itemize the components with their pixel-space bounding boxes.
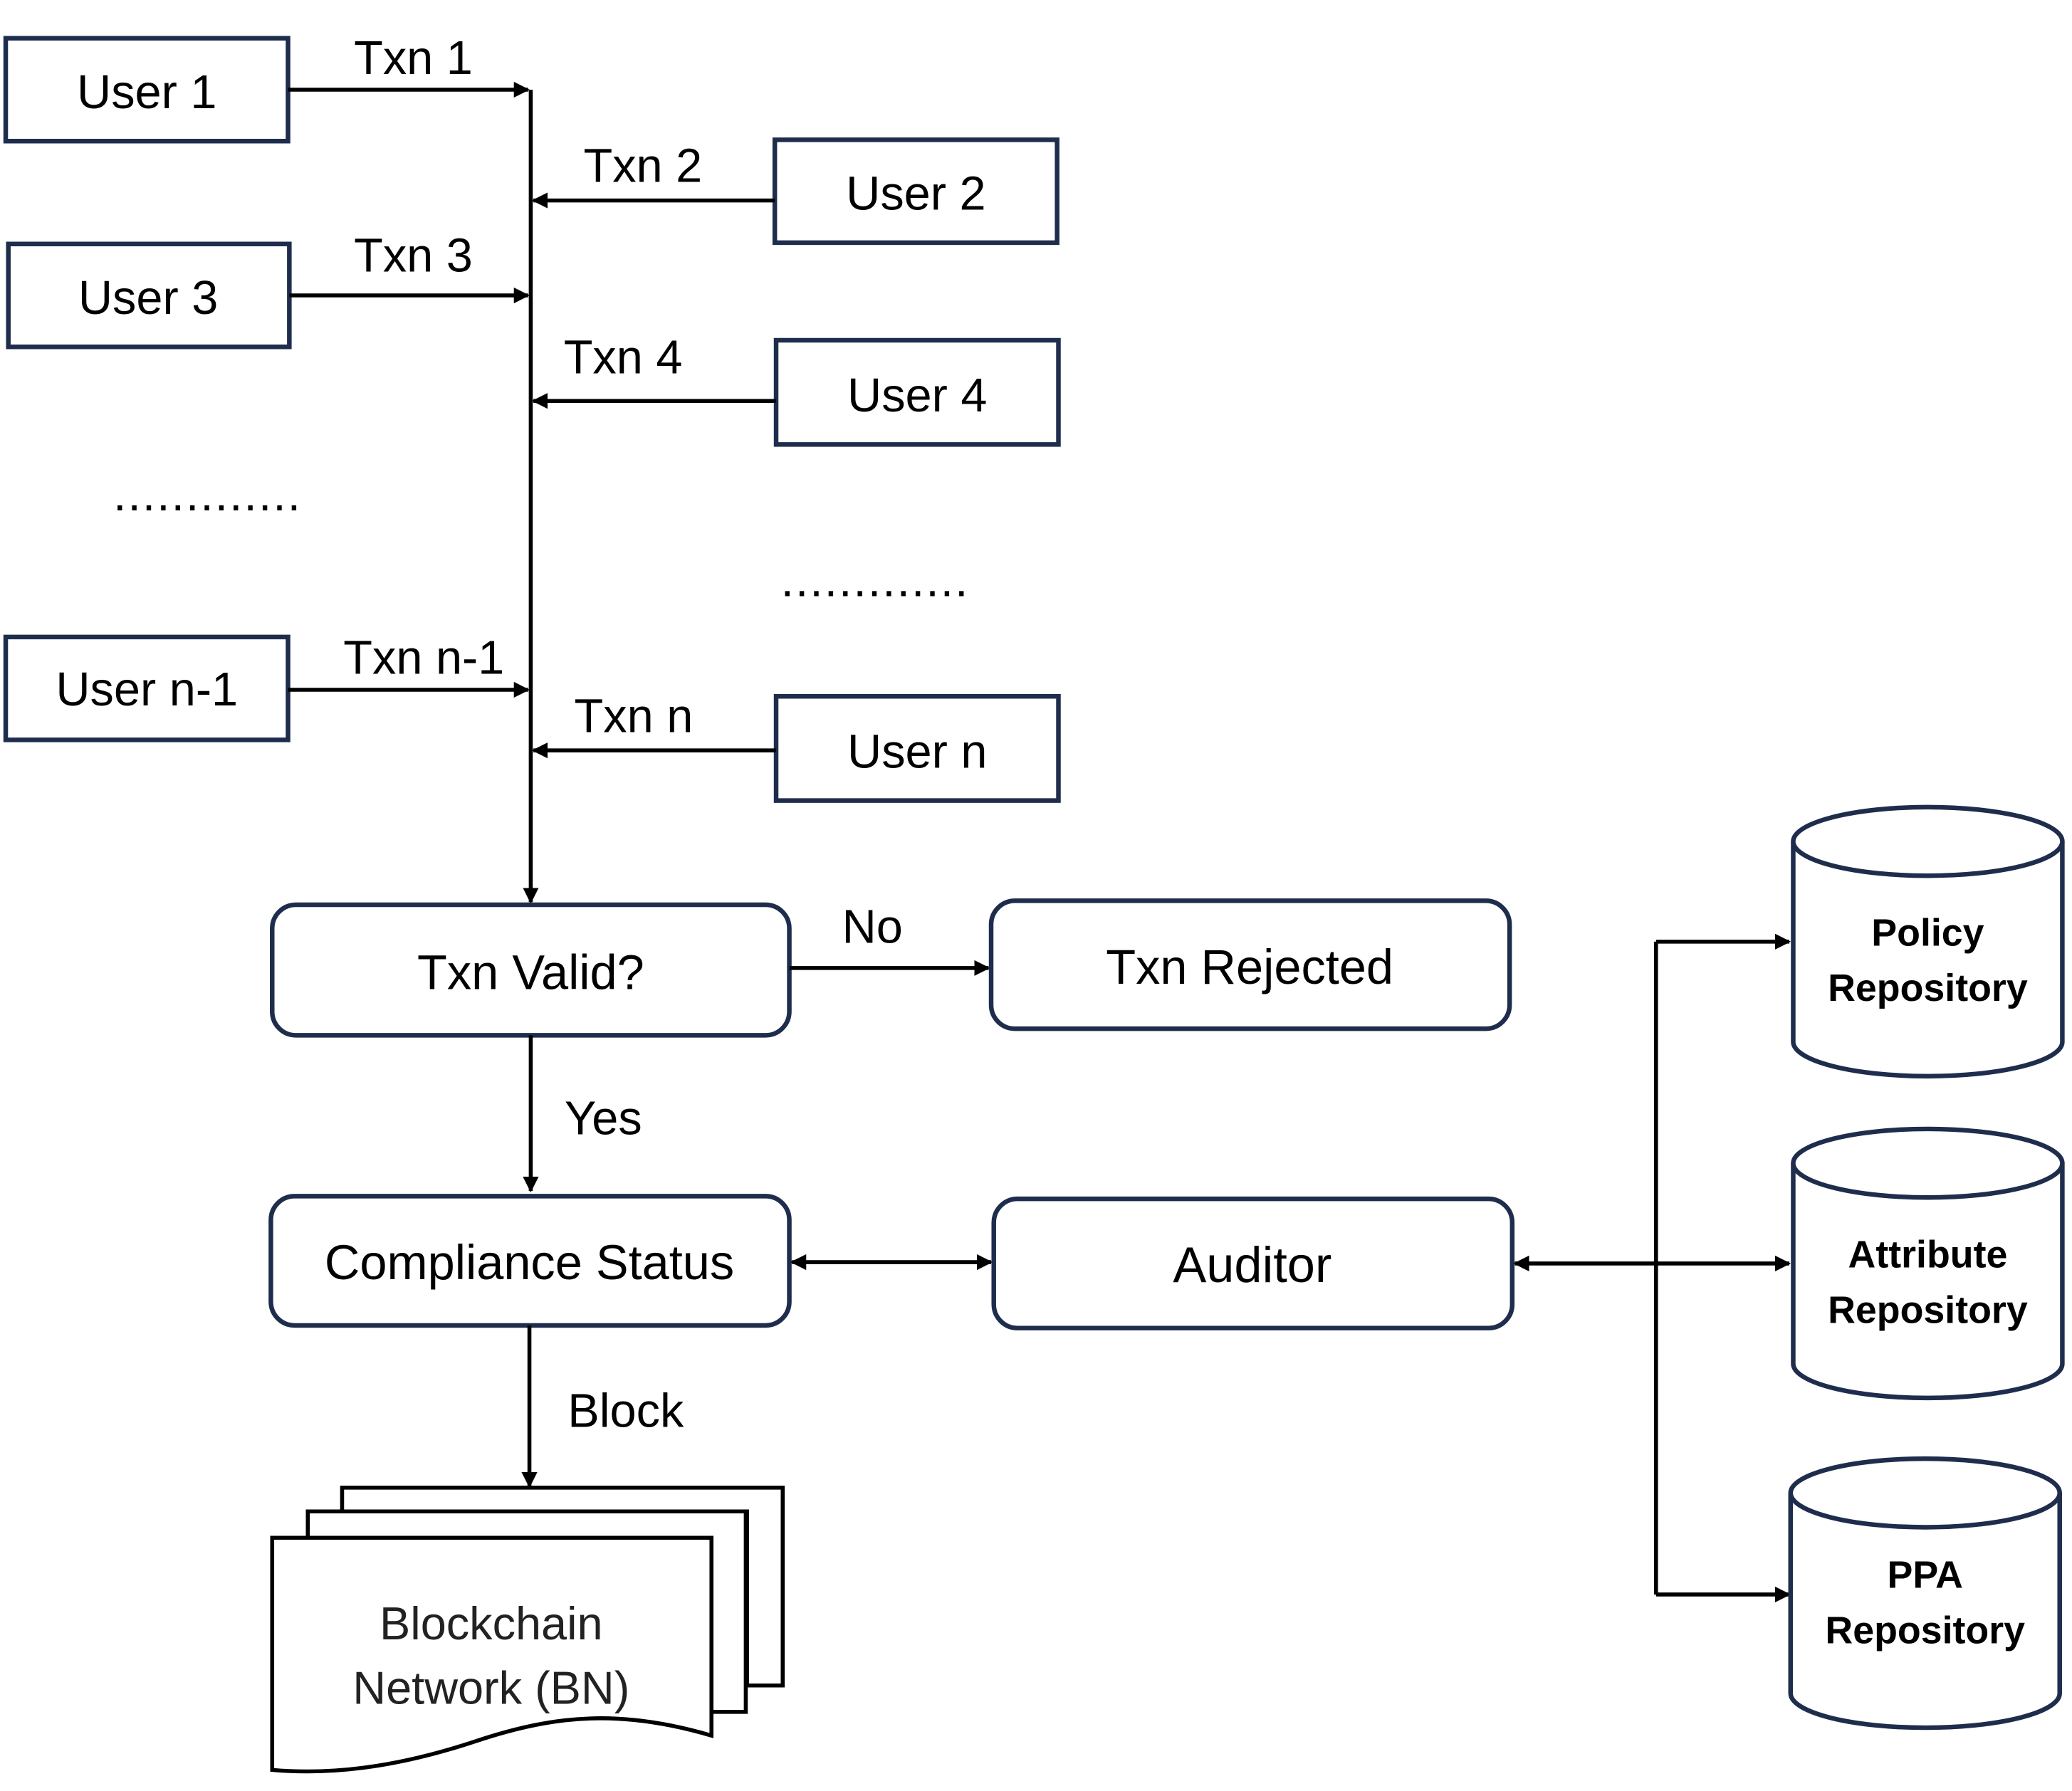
txn-4-label: Txn 4 <box>564 331 683 384</box>
user-2-box: User 2 <box>772 137 1059 246</box>
user-n-box: User n <box>773 693 1061 803</box>
auditor-box: Auditor <box>991 1196 1515 1330</box>
attribute-repo-line2: Repository <box>1828 1288 2028 1331</box>
user-4-label: User 4 <box>847 369 987 422</box>
txn-n-minus-1-label: Txn n-1 <box>343 632 504 685</box>
blockchain-line2: Network (BN) <box>352 1662 629 1714</box>
policy-repository: Policy Repository <box>1791 804 2065 1079</box>
ppa-repository: PPA Repository <box>1788 1456 2062 1730</box>
user-1-box: User 1 <box>3 36 291 144</box>
yes-label: Yes <box>565 1092 642 1145</box>
txn-n-label: Txn n <box>575 690 694 742</box>
user-n-minus-1-box: User n-1 <box>3 634 291 742</box>
user-n-minus-1-label: User n-1 <box>56 663 238 716</box>
txn-valid-label: Txn Valid? <box>417 945 644 1000</box>
ellipsis-right: ............. <box>780 554 969 606</box>
txn-valid-decision: Txn Valid? <box>270 902 792 1038</box>
txn-2-label: Txn 2 <box>583 140 702 193</box>
attribute-repository: Attribute Repository <box>1791 1126 2065 1401</box>
txn-rejected-label: Txn Rejected <box>1106 940 1393 994</box>
ppa-repo-line2: Repository <box>1825 1609 2025 1651</box>
auditor-label: Auditor <box>1173 1236 1331 1293</box>
user-n-label: User n <box>847 725 987 778</box>
txn-3-label: Txn 3 <box>354 230 473 283</box>
no-label: No <box>842 901 903 954</box>
user-1-label: User 1 <box>77 66 216 119</box>
blockchain-network: Blockchain Network (BN) <box>270 1486 785 1774</box>
attribute-repo-line1: Attribute <box>1848 1233 2008 1276</box>
ellipsis-left: ............. <box>113 468 302 521</box>
policy-repo-line1: Policy <box>1871 911 1984 954</box>
compliance-status-label: Compliance Status <box>325 1235 734 1290</box>
policy-repo-line2: Repository <box>1828 967 2028 1009</box>
compliance-status-box: Compliance Status <box>268 1194 792 1328</box>
user-2-label: User 2 <box>846 168 985 221</box>
ppa-repo-line1: PPA <box>1888 1554 1963 1597</box>
block-label: Block <box>567 1385 684 1438</box>
user-3-box: User 3 <box>6 241 292 350</box>
txn-1-label: Txn 1 <box>354 32 473 85</box>
user-4-box: User 4 <box>773 337 1061 447</box>
txn-rejected-box: Txn Rejected <box>988 898 1512 1031</box>
user-3-label: User 3 <box>78 272 218 325</box>
blockchain-line1: Blockchain <box>380 1597 603 1649</box>
